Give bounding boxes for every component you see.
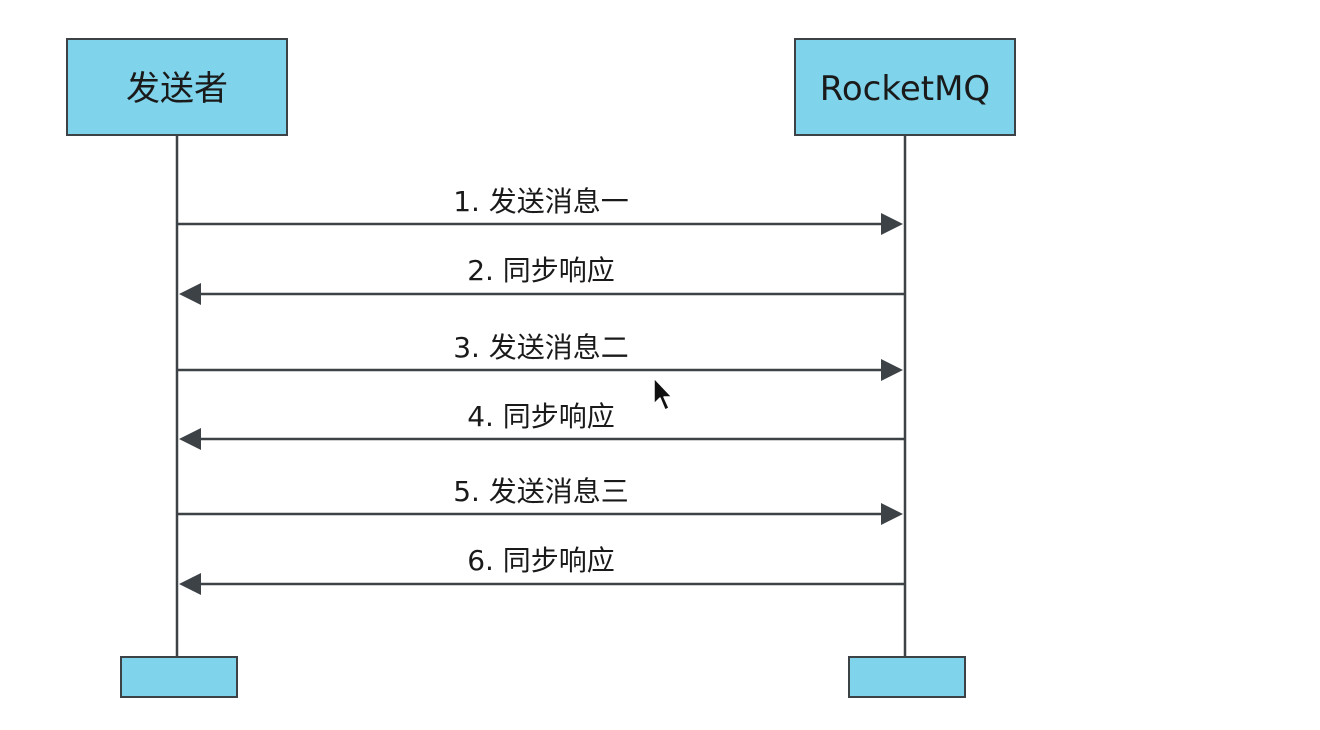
participant-rocketmq: RocketMQ bbox=[794, 38, 1016, 136]
participant-box bbox=[66, 38, 288, 136]
message-4: 4. 同步响应 bbox=[179, 400, 905, 450]
message-label: 6. 同步响应 bbox=[467, 544, 615, 577]
message-label: 2. 同步响应 bbox=[467, 254, 615, 287]
participant-footer-sender bbox=[120, 656, 238, 698]
message-6: 6. 同步响应 bbox=[179, 544, 905, 595]
message-label: 5. 发送消息三 bbox=[453, 475, 629, 508]
mouse-pointer-icon bbox=[653, 377, 673, 411]
arrow-left-icon bbox=[179, 283, 201, 305]
message-3: 3. 发送消息二 bbox=[177, 331, 903, 381]
message-1: 1. 发送消息一 bbox=[177, 185, 903, 235]
message-label: 4. 同步响应 bbox=[467, 400, 615, 433]
message-2: 2. 同步响应 bbox=[179, 254, 905, 305]
participant-footer-rocketmq bbox=[848, 656, 966, 698]
message-5: 5. 发送消息三 bbox=[177, 475, 903, 525]
arrow-left-icon bbox=[179, 573, 201, 595]
message-label: 3. 发送消息二 bbox=[453, 331, 629, 364]
arrow-right-icon bbox=[881, 213, 903, 235]
participant-label: 发送者 bbox=[126, 69, 228, 109]
participant-box bbox=[794, 38, 1016, 136]
message-label: 1. 发送消息一 bbox=[453, 185, 629, 218]
participant-sender: 发送者 bbox=[66, 38, 288, 136]
arrow-right-icon bbox=[881, 359, 903, 381]
arrow-right-icon bbox=[881, 503, 903, 525]
arrow-left-icon bbox=[179, 428, 201, 450]
participant-label: RocketMQ bbox=[820, 69, 990, 109]
